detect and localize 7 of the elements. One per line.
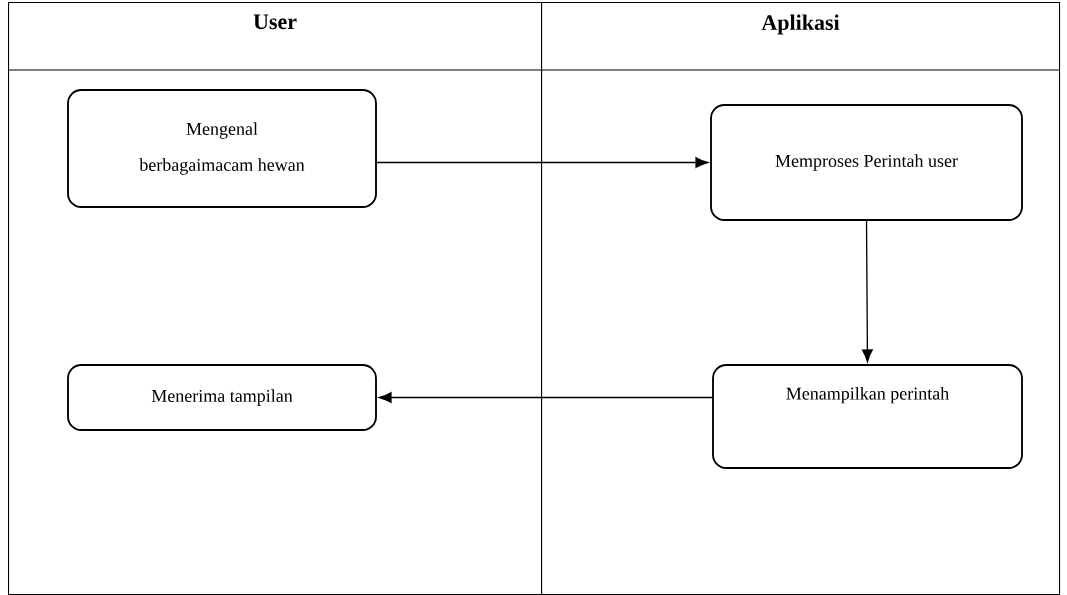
process-box: Mengenal berbagaimacam hewan [67, 89, 377, 208]
arrow [376, 157, 709, 168]
arrow [861, 220, 873, 363]
arrow [378, 392, 713, 403]
process-box: Menampilkan perintah [712, 364, 1023, 469]
process-box: Memproses Perintah user [710, 104, 1023, 221]
process-box: Menerima tampilan [67, 364, 377, 431]
